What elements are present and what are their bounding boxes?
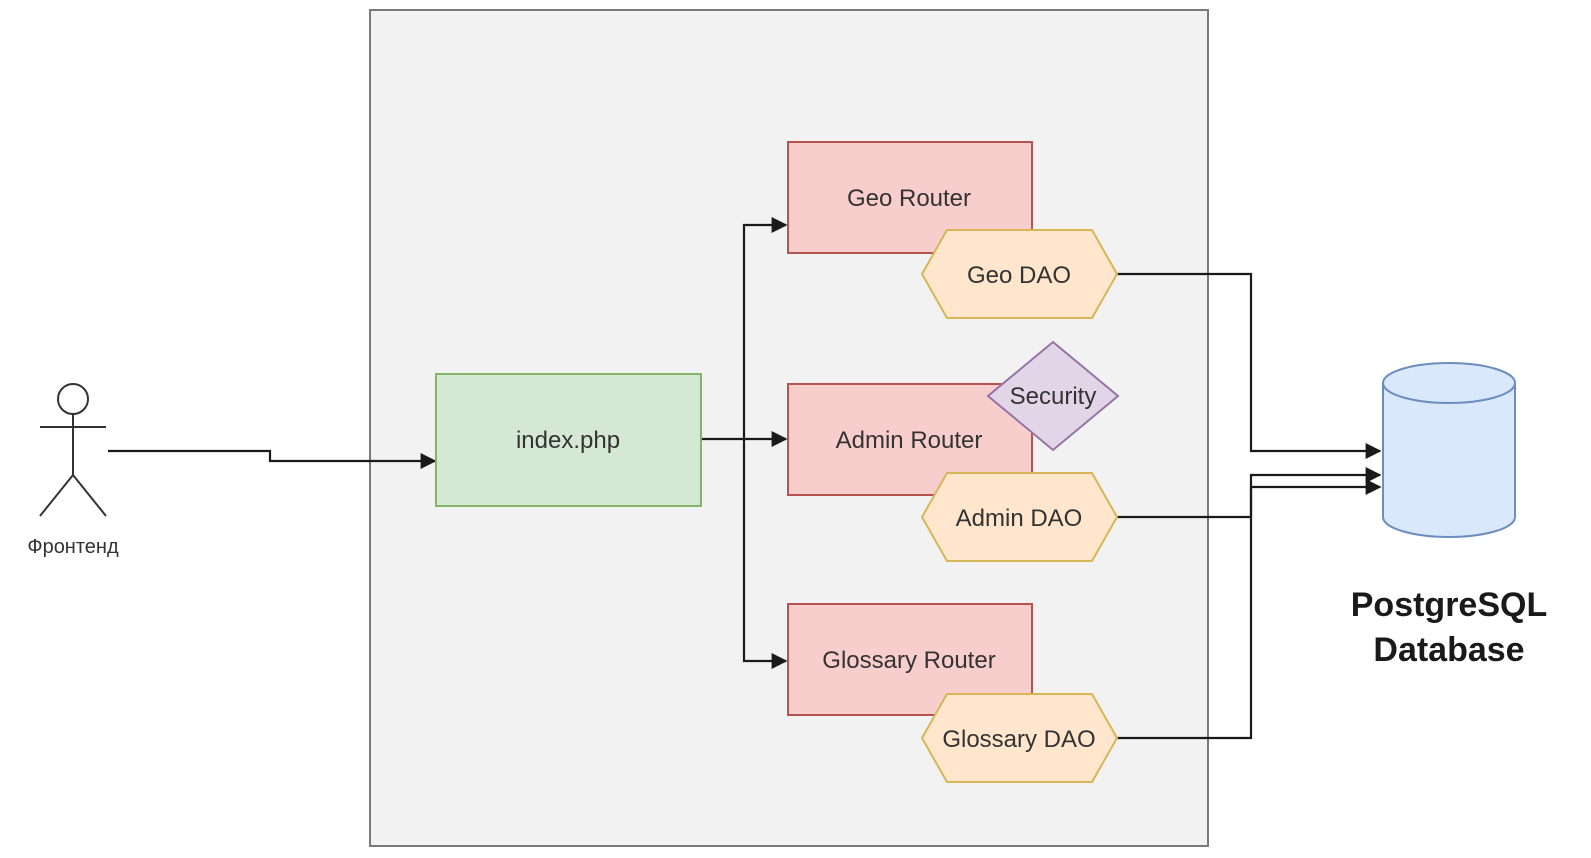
actor-frontend: Фронтенд xyxy=(27,383,119,558)
database-label-line1: PostgreSQL xyxy=(1351,586,1547,624)
geo-router-label: Geo Router xyxy=(847,185,971,212)
security-label: Security xyxy=(1010,383,1097,410)
security-diamond xyxy=(986,340,1120,452)
admin-dao-hexagon xyxy=(920,472,1119,562)
actor-leg-left xyxy=(39,474,74,517)
admin-dao-label: Admin DAO xyxy=(956,505,1083,532)
glossary-dao-hexagon xyxy=(920,693,1119,783)
actor-head xyxy=(57,383,89,415)
node-admin-dao: Admin DAO xyxy=(920,472,1119,562)
geo-dao-label: Geo DAO xyxy=(967,262,1071,289)
edge-actor-to-index xyxy=(108,449,437,469)
database-cylinder-body xyxy=(1382,383,1516,538)
geo-dao-hexagon xyxy=(920,229,1119,319)
node-security: Security xyxy=(986,340,1120,452)
node-index-php: index.php xyxy=(435,373,702,507)
edge-glossary-dao-to-db xyxy=(1116,479,1382,740)
database-label-line2: Database xyxy=(1373,631,1524,669)
edge-index-to-glossary-router xyxy=(742,439,788,669)
index-php-label: index.php xyxy=(516,427,620,454)
edge-index-to-geo-router xyxy=(742,217,788,439)
glossary-dao-label: Glossary DAO xyxy=(942,726,1095,753)
glossary-router-label: Glossary Router xyxy=(822,647,995,674)
node-postgresql-database: PostgreSQL Database xyxy=(1351,362,1547,669)
actor-label: Фронтенд xyxy=(27,536,119,558)
actor-leg-right xyxy=(72,474,107,517)
node-glossary-dao: Glossary DAO xyxy=(920,693,1119,783)
node-geo-dao: Geo DAO xyxy=(920,229,1119,319)
edge-geo-dao-to-db xyxy=(1116,272,1382,459)
admin-router-label: Admin Router xyxy=(836,427,983,454)
database-cylinder-top xyxy=(1382,362,1516,404)
index-php-box xyxy=(435,373,702,507)
